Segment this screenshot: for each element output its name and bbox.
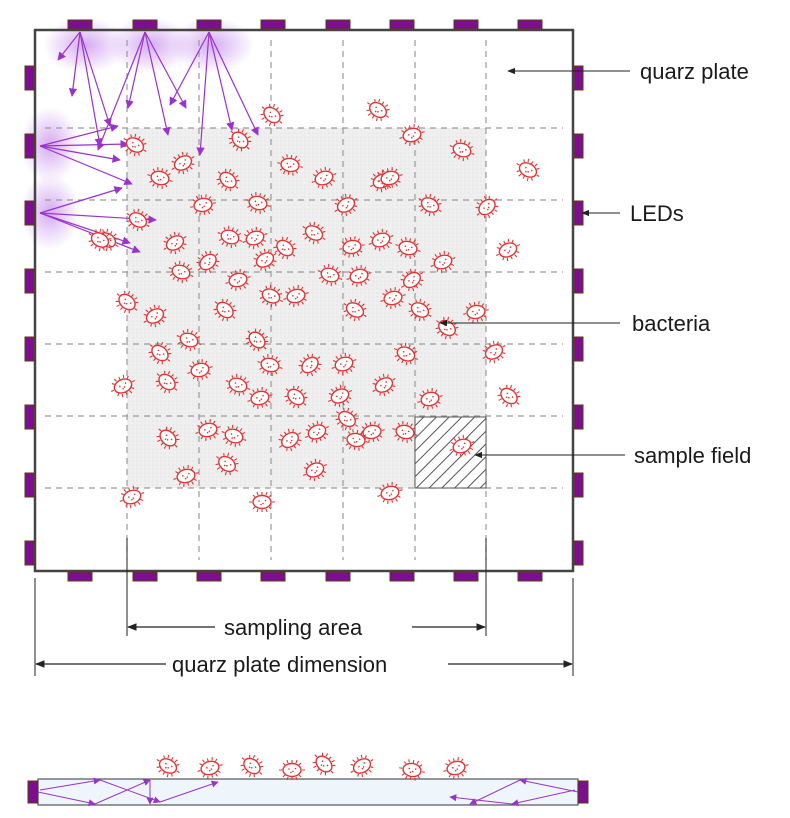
- led: [573, 472, 584, 498]
- side-bacterium: [234, 749, 270, 783]
- light-ray: [169, 31, 210, 106]
- side-led-left: [27, 780, 39, 804]
- led: [573, 540, 584, 566]
- light-ray: [39, 186, 123, 214]
- led: [24, 268, 35, 294]
- led: [517, 19, 543, 30]
- side-light-ray: [159, 780, 219, 803]
- led: [24, 133, 35, 159]
- led: [24, 472, 35, 498]
- light-ray: [39, 123, 119, 147]
- side-bacterium: [345, 750, 379, 782]
- light-ray: [144, 31, 171, 136]
- side-led-right: [577, 780, 589, 804]
- side-light-ray: [39, 777, 101, 791]
- led: [453, 19, 479, 30]
- side-bacterium: [151, 750, 185, 782]
- led: [573, 65, 584, 91]
- led: [453, 571, 479, 582]
- light-ray: [196, 31, 210, 156]
- led: [389, 19, 415, 30]
- light-ray: [39, 145, 133, 185]
- light-ray: [57, 31, 81, 61]
- led: [573, 133, 584, 159]
- led: [260, 571, 286, 582]
- led: [389, 571, 415, 582]
- plate-dimension-label: quarz plate dimension: [172, 652, 387, 677]
- led: [573, 200, 584, 226]
- light-ray: [39, 139, 129, 149]
- led: [132, 571, 158, 582]
- sample-field: [414, 416, 487, 489]
- light-ray: [39, 145, 121, 163]
- light-ray: [79, 31, 112, 127]
- led: [24, 65, 35, 91]
- led: [573, 336, 584, 362]
- quartz-plate-label: quarz plate: [640, 59, 749, 84]
- led: [260, 19, 286, 30]
- bacterium: [491, 379, 527, 413]
- side-light-ray: [449, 794, 513, 805]
- light-ray: [39, 212, 131, 245]
- light-rays: [39, 31, 259, 254]
- led: [573, 404, 584, 430]
- light-ray: [144, 31, 187, 109]
- led: [67, 571, 93, 582]
- bacterium: [254, 98, 290, 132]
- side-plate: [37, 778, 579, 806]
- led: [573, 268, 584, 294]
- side-view: [27, 747, 589, 807]
- light-ray: [208, 31, 259, 136]
- led: [24, 540, 35, 566]
- sample-field-label: sample field: [634, 443, 751, 468]
- led: [67, 19, 93, 30]
- light-ray: [96, 31, 146, 151]
- side-light-rays: [37, 777, 579, 807]
- sampling-area-label: sampling area: [224, 615, 363, 640]
- led: [24, 404, 35, 430]
- led: [517, 571, 543, 582]
- led: [24, 336, 35, 362]
- side-bacterium: [194, 754, 226, 782]
- light-ray: [39, 212, 141, 254]
- side-bacterium: [278, 759, 306, 781]
- side-light-ray: [99, 779, 161, 804]
- light-ray: [208, 31, 235, 131]
- bacterium: [491, 234, 525, 266]
- side-light-ray: [94, 779, 151, 805]
- led: [325, 19, 351, 30]
- light-ray: [68, 31, 81, 97]
- led-array: [24, 19, 584, 582]
- light-ray: [79, 31, 103, 147]
- led: [24, 200, 35, 226]
- side-light-ray: [37, 791, 96, 807]
- led: [132, 19, 158, 30]
- side-bacterium: [440, 754, 472, 782]
- led: [325, 571, 351, 582]
- leds-label: LEDs: [630, 201, 684, 226]
- bacteria-label: bacteria: [632, 311, 711, 336]
- led: [196, 571, 222, 582]
- light-ray: [125, 31, 146, 109]
- side-light-ray: [519, 777, 579, 793]
- side-light-ray: [511, 789, 576, 807]
- bacterium: [360, 93, 396, 127]
- side-bacterium: [307, 747, 341, 781]
- led: [196, 19, 222, 30]
- side-bacteria: [151, 747, 472, 783]
- quartz-plate: [33, 28, 575, 573]
- bacterium: [511, 154, 545, 186]
